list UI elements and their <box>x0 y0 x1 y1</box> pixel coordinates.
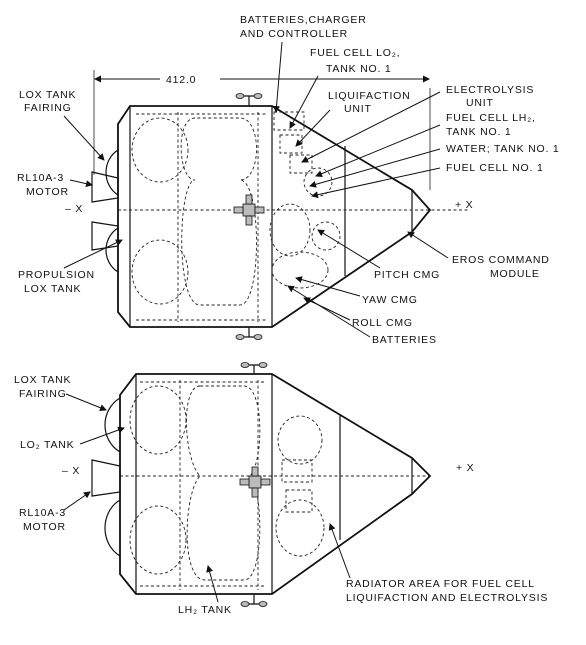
svg-text:TANK NO. 1: TANK NO. 1 <box>326 63 392 75</box>
svg-text:MOTOR: MOTOR <box>26 186 69 198</box>
label-bottom-plus-x: + X <box>456 462 474 474</box>
label-bottom-minus-x: – X <box>62 465 80 477</box>
top-lox-fairing <box>105 149 119 273</box>
svg-text:YAW CMG: YAW CMG <box>362 294 418 306</box>
svg-text:+ X: + X <box>456 462 474 474</box>
label-electrolysis: ELECTROLYSIS UNIT <box>301 84 534 163</box>
dimension-412: 412.0 <box>93 70 431 190</box>
dimension-label: 412.0 <box>166 74 196 86</box>
label-bottom-lox-fairing: LOX TANK FAIRING <box>14 374 107 412</box>
svg-text:PROPULSION: PROPULSION <box>18 269 95 281</box>
bottom-body-outline <box>119 373 432 595</box>
label-batteries: BATTERIES <box>287 285 437 346</box>
svg-text:LOX TANK: LOX TANK <box>19 89 76 101</box>
label-radiator: RADIATOR AREA FOR FUEL CELL LIQUIFACTION… <box>328 523 548 604</box>
svg-text:LOX TANK: LOX TANK <box>24 283 81 295</box>
svg-text:RL10A-3: RL10A-3 <box>19 507 66 519</box>
svg-text:BATTERIES,CHARGER: BATTERIES,CHARGER <box>240 14 367 26</box>
top-internal-tanks <box>131 111 341 306</box>
svg-text:ELECTROLYSIS: ELECTROLYSIS <box>446 84 534 96</box>
label-eros-module: EROS COMMAND MODULE <box>407 231 550 280</box>
top-rl10-motors <box>91 171 119 251</box>
label-propulsion-lox: PROPULSION LOX TANK <box>18 239 123 295</box>
svg-text:FUEL CELL NO. 1: FUEL CELL NO. 1 <box>446 162 544 174</box>
label-lo2-tank: LO₂ TANK <box>20 426 125 451</box>
svg-text:FAIRING: FAIRING <box>24 102 72 114</box>
bottom-antennas <box>240 362 268 607</box>
label-liquifaction: LIQUIFACTION UNIT <box>295 90 411 147</box>
label-water-tank: WATER; TANK NO. 1 <box>309 143 560 188</box>
top-cmg-cross <box>233 194 265 226</box>
svg-text:WATER; TANK NO. 1: WATER; TANK NO. 1 <box>446 143 560 155</box>
bottom-cmg-cross <box>239 466 271 498</box>
svg-text:LIQUIFACTION AND ELECTROLYSIS: LIQUIFACTION AND ELECTROLYSIS <box>346 592 548 604</box>
svg-text:RADIATOR AREA FOR FUEL CELL: RADIATOR AREA FOR FUEL CELL <box>346 578 535 590</box>
svg-text:UNIT: UNIT <box>344 103 372 115</box>
label-fuel-cell-lh2: FUEL CELL LH₂, TANK NO. 1 <box>315 112 536 177</box>
svg-text:+ X: + X <box>455 199 473 211</box>
svg-text:MOTOR: MOTOR <box>23 521 66 533</box>
svg-text:FAIRING: FAIRING <box>19 388 67 400</box>
svg-text:BATTERIES: BATTERIES <box>372 334 437 346</box>
svg-text:– X: – X <box>65 203 83 215</box>
label-lh2-tank: LH₂ TANK <box>178 565 232 616</box>
label-pitch-cmg: PITCH CMG <box>317 229 440 281</box>
svg-text:RL10A-3: RL10A-3 <box>17 172 64 184</box>
label-batteries-charger: BATTERIES,CHARGER AND CONTROLLER <box>240 14 367 113</box>
top-body-outline <box>117 105 470 328</box>
label-top-lox-fairing: LOX TANK FAIRING <box>19 89 105 161</box>
label-yaw-cmg: YAW CMG <box>295 276 418 306</box>
svg-text:FUEL CELL LH₂,: FUEL CELL LH₂, <box>446 112 536 124</box>
label-fuel-cell-lo2: FUEL CELL LO₂, TANK NO. 1 <box>289 47 400 129</box>
label-top-rl10-motor: RL10A-3 MOTOR <box>17 172 93 198</box>
bottom-rl10-motor <box>91 459 121 497</box>
svg-text:LO₂ TANK: LO₂ TANK <box>20 439 74 451</box>
top-antennas <box>235 93 263 340</box>
bottom-lox-fairing <box>104 397 121 557</box>
svg-text:ROLL CMG: ROLL CMG <box>352 317 413 329</box>
svg-text:PITCH CMG: PITCH CMG <box>374 269 440 281</box>
svg-text:LH₂ TANK: LH₂ TANK <box>178 604 232 616</box>
label-fuel-cell-no1: FUEL CELL NO. 1 <box>311 162 544 199</box>
svg-text:– X: – X <box>62 465 80 477</box>
svg-text:EROS COMMAND: EROS COMMAND <box>452 254 550 266</box>
label-top-minus-x: – X <box>65 203 83 215</box>
label-roll-cmg: ROLL CMG <box>303 297 413 329</box>
svg-text:MODULE: MODULE <box>490 268 540 280</box>
svg-text:TANK NO. 1: TANK NO. 1 <box>446 126 512 138</box>
top-view: 412.0 <box>17 14 560 346</box>
label-top-plus-x: + X <box>455 199 473 211</box>
bottom-view: LOX TANK FAIRING LO₂ TANK – X RL10A-3 MO… <box>14 362 548 616</box>
svg-text:LOX TANK: LOX TANK <box>14 374 71 386</box>
svg-text:LIQUIFACTION: LIQUIFACTION <box>328 90 411 102</box>
svg-text:AND CONTROLLER: AND CONTROLLER <box>240 28 348 40</box>
svg-text:UNIT: UNIT <box>466 97 494 109</box>
svg-text:FUEL CELL LO₂,: FUEL CELL LO₂, <box>310 47 400 59</box>
bottom-internal-tanks <box>129 385 325 581</box>
label-bottom-rl10-motor: RL10A-3 MOTOR <box>19 491 91 533</box>
